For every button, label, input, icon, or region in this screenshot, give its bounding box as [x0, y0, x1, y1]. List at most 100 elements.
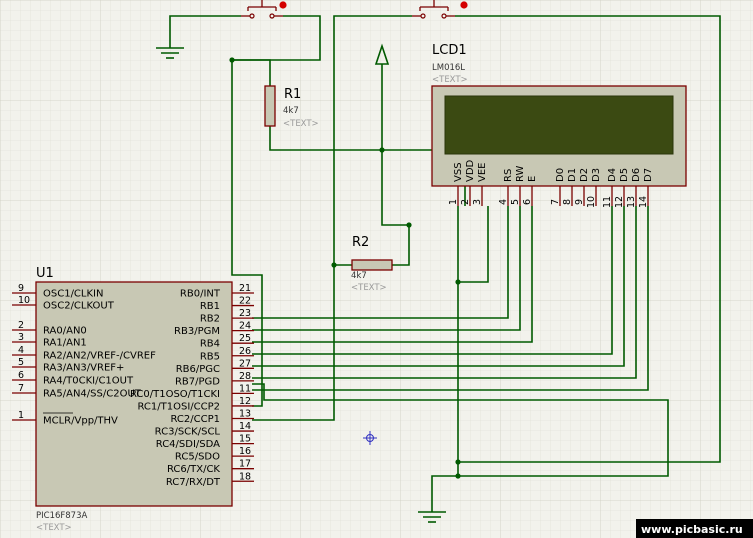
r2-ref: R2 [352, 235, 369, 250]
pin-name: D1 [567, 168, 578, 182]
pin-number: 6 [522, 199, 533, 205]
pin-number: 10 [586, 196, 597, 208]
power-terminal-arrow [374, 43, 390, 65]
lcd-part: LM016L [432, 63, 465, 73]
lcd-ref: LCD1 [432, 43, 467, 58]
lcd-pin-10[interactable]: 10 D3 [586, 168, 602, 208]
push-button-2[interactable] [412, 0, 468, 19]
pin-number: 9 [574, 199, 585, 205]
pin-number: 14 [239, 421, 251, 432]
watermark: www.picbasic.ru [636, 519, 753, 538]
pin-name: D6 [631, 168, 642, 182]
push-button-1[interactable] [241, 0, 287, 19]
ground-symbol-top [156, 47, 184, 59]
lcd-pin-4[interactable]: 4RS [498, 169, 514, 206]
wire-net [169, 15, 721, 512]
pin-name: RS [503, 169, 514, 182]
lcd-screen [444, 95, 674, 155]
pin-number: 1 [448, 199, 459, 205]
lcd-pin-9[interactable]: 9D2 [574, 168, 590, 206]
pin-number: 16 [239, 446, 251, 457]
r1-value: 4k7 [283, 106, 299, 116]
pin-name: D5 [619, 168, 630, 182]
pin-name: RC7/RX/DT [166, 477, 221, 488]
pin-name: OSC2/CLKOUT [43, 301, 115, 312]
pin-name: RB7/PGD [175, 376, 220, 387]
resistor-r2[interactable]: R2 4k7 <TEXT> [351, 235, 393, 293]
mcu-pin-15[interactable]: 15 RC4/SDI/SDA [156, 434, 254, 451]
r1-ref: R1 [284, 87, 301, 102]
pin-number: 5 [18, 357, 24, 368]
lcd-pin-6[interactable]: 6E [522, 176, 538, 206]
pin-name: D4 [607, 168, 618, 182]
pin-name: RB1 [200, 301, 220, 312]
mcu-text-placeholder: <TEXT> [36, 523, 72, 533]
pin-name: MCLR/Vpp/THV [43, 416, 118, 427]
lcd-pin-7[interactable]: 7D0 [550, 168, 566, 206]
lcd-pin-12[interactable]: 12 D5 [614, 168, 630, 208]
resistor-r1[interactable]: R1 4k7 <TEXT> [264, 85, 319, 129]
pin-number: 27 [239, 358, 251, 369]
lcd-pin-5[interactable]: 5RW [510, 165, 526, 206]
pin-number: 13 [626, 196, 637, 208]
pin-name: VDD [465, 159, 476, 182]
mcu-part: PIC16F873A [36, 511, 87, 521]
mcu-body [35, 281, 233, 507]
r2-text-placeholder: <TEXT> [351, 283, 387, 293]
watermark-text: www.picbasic.ru [641, 523, 743, 536]
pin-number: 15 [239, 434, 251, 445]
lcd-pin-8[interactable]: 8D1 [562, 168, 578, 206]
lcd-module[interactable]: LCD1 LM016L <TEXT> 1VSS2VDD3VEE4RS5RW6E7… [431, 43, 687, 208]
pin-name: RA2/AN2/VREF-/CVREF [43, 351, 156, 362]
pin-name: RC4/SDI/SDA [156, 439, 220, 450]
pin-name: D3 [591, 168, 602, 182]
mcu-right-pins: 21RB0/INT22RB123RB224RB3/PGM25RB426RB527… [130, 283, 254, 488]
pin-name: RB3/PGM [174, 326, 220, 337]
pin-name: RC1/T1OSI/CCP2 [137, 401, 220, 412]
pin-number: 11 [239, 383, 251, 394]
pin-number: 26 [239, 346, 251, 357]
button-2-indicator-icon[interactable] [460, 1, 468, 9]
pin-name: RB2 [200, 314, 220, 325]
lcd-pin-13[interactable]: 13 D6 [626, 168, 642, 208]
pin-number: 1 [18, 410, 24, 421]
pin-number: 3 [18, 332, 24, 343]
pin-number: 2 [18, 320, 24, 331]
pin-number: 12 [614, 196, 625, 208]
pin-number: 6 [18, 370, 24, 381]
pin-number: 7 [18, 383, 24, 394]
button-1-indicator-icon[interactable] [279, 1, 287, 9]
